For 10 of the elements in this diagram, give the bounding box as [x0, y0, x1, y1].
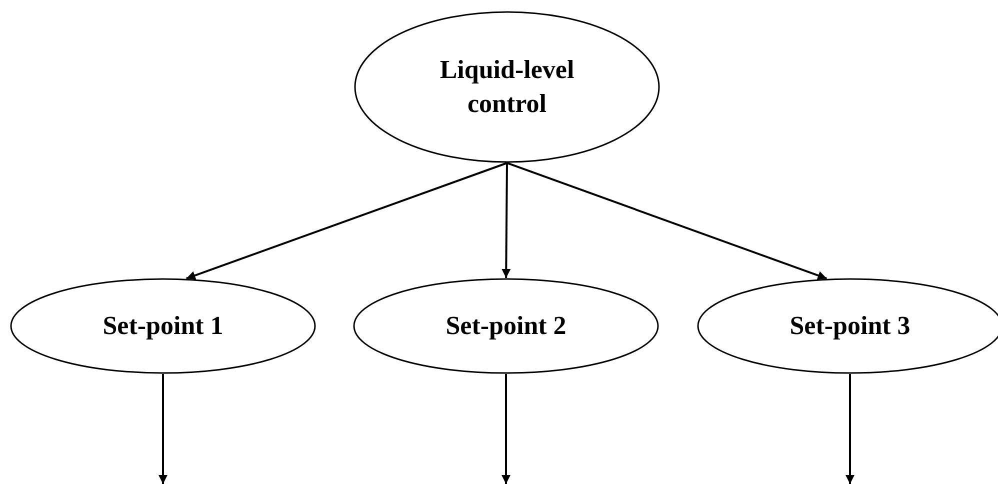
arrow [846, 374, 854, 484]
arrow [502, 374, 510, 484]
node-label: Set-point 1 [102, 310, 224, 342]
node-label: Set-point 2 [446, 310, 566, 342]
arrow [186, 162, 508, 280]
arrow [506, 162, 828, 280]
node-label: Set-point 3 [790, 310, 910, 342]
arrow [502, 163, 511, 278]
node-label: Liquid-level control [438, 54, 576, 120]
arrow [158, 374, 168, 484]
